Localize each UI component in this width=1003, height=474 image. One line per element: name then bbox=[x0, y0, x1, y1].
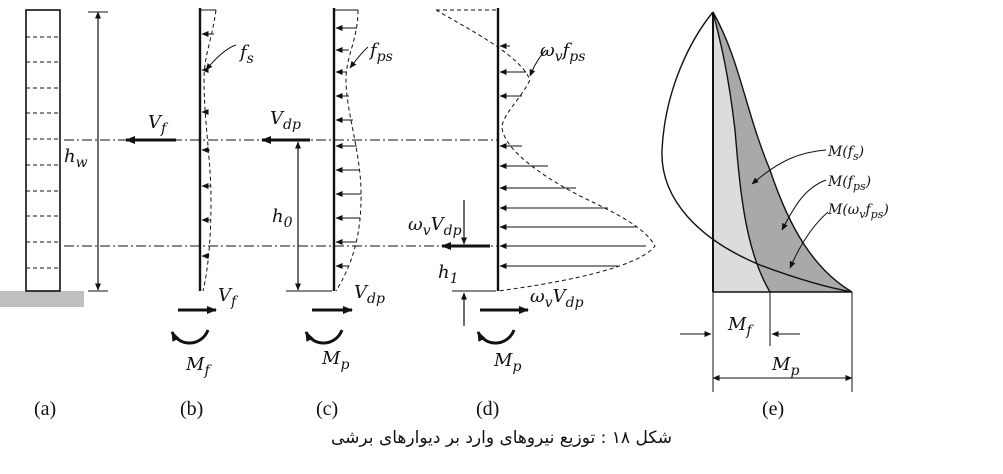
base-vf-label: Vf bbox=[218, 285, 239, 310]
mf-moment-arrow bbox=[170, 329, 210, 345]
fps-label: fps bbox=[368, 40, 393, 65]
base-wv-vdp-label: ωvVdp bbox=[530, 286, 584, 311]
fs-arrows bbox=[201, 31, 214, 259]
panel-e-moment-diagram: M(fs) M(fps) M(ωvfps) Mf Mp (e) bbox=[661, 11, 889, 420]
panel-c-diagram: fps Vdp h0 Vdp Mp (c) bbox=[261, 8, 393, 420]
moment-region-dark bbox=[713, 12, 852, 292]
panel-d-diagram: ωvfps ωvVdp h1 ωvVdp Mp (d) bbox=[408, 8, 656, 420]
mf-label: Mf bbox=[185, 354, 212, 379]
moment-region-light bbox=[713, 12, 770, 292]
floor-lines bbox=[26, 36, 60, 269]
mp-label-c: Mp bbox=[321, 348, 349, 373]
mp-moment-arrow-c bbox=[304, 329, 344, 345]
fs-label: fs bbox=[238, 42, 254, 67]
mp-label-e: Mp bbox=[771, 354, 799, 379]
panel-label-d: (d) bbox=[476, 398, 499, 420]
m-fps-curve bbox=[712, 11, 771, 293]
fs-distribution-curve bbox=[202, 9, 217, 292]
fps-distribution-curve bbox=[335, 9, 362, 292]
ground-base bbox=[0, 291, 84, 307]
mp-label-d: Mp bbox=[493, 350, 521, 375]
mf-label-e: Mf bbox=[727, 314, 754, 339]
hw-label: hw bbox=[64, 146, 88, 171]
wall-outline bbox=[25, 9, 61, 292]
panel-label-c: (c) bbox=[316, 398, 338, 420]
m-wv-fps-label: M(ωvfps) bbox=[827, 202, 889, 221]
wv-fps-arrows bbox=[499, 43, 646, 269]
m-fs-curve bbox=[661, 11, 853, 293]
panel-a-wall: hw bbox=[0, 9, 108, 307]
panel-label-e: (e) bbox=[762, 398, 784, 420]
base-vdp-label: Vdp bbox=[354, 282, 385, 307]
panel-label-b: (b) bbox=[180, 398, 203, 420]
wv-fps-distribution-curve bbox=[435, 9, 656, 292]
wv-fps-label: ωvfps bbox=[540, 40, 585, 65]
h1-label: h1 bbox=[438, 262, 459, 287]
fps-arrows bbox=[335, 25, 361, 269]
h0-label: h0 bbox=[272, 206, 293, 231]
mp-moment-arrow-d bbox=[476, 329, 516, 345]
panel-label-a: (a) bbox=[34, 398, 56, 420]
panel-b-diagram: fs Vf Vf Mf (b) bbox=[125, 8, 254, 420]
vf-label: Vf bbox=[148, 112, 169, 137]
m-fs-label: M(fs) bbox=[827, 144, 864, 163]
m-fps-label: M(fps) bbox=[827, 174, 871, 193]
figure-caption: شکل ۱۸ : توزیع نیروهای وارد بر دیوارهای … bbox=[331, 428, 672, 448]
vdp-label: Vdp bbox=[270, 108, 301, 133]
wv-vdp-label: ωvVdp bbox=[408, 214, 462, 239]
